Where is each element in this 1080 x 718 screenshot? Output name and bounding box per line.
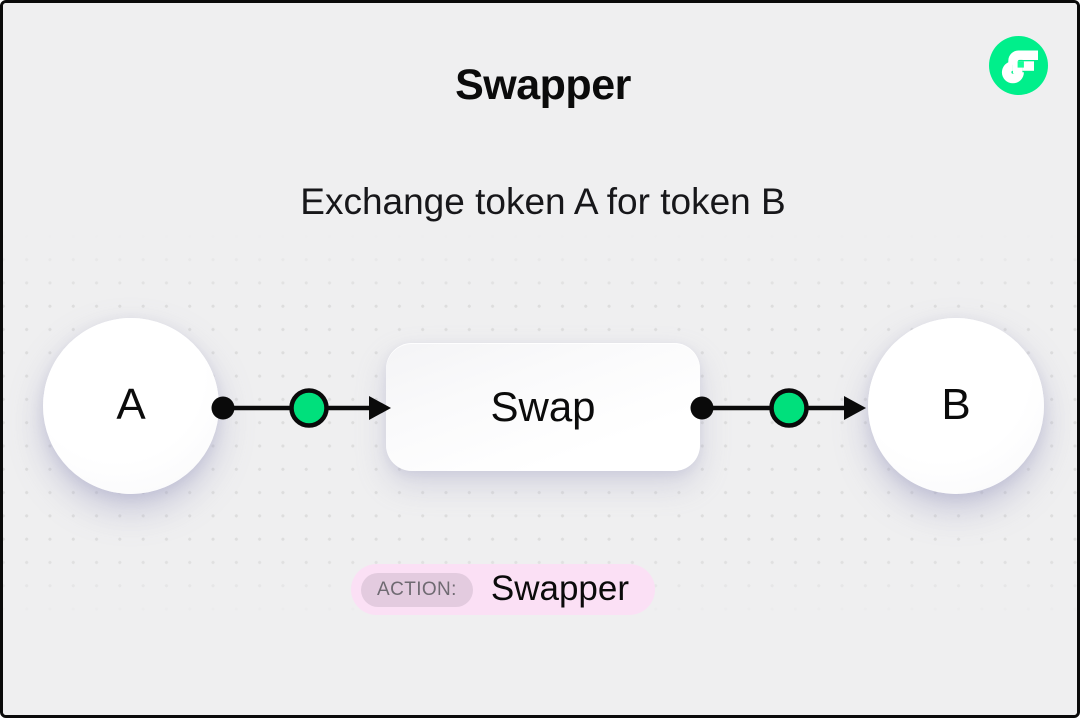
status-badge-key: ACTION: [361,572,473,607]
page-title: Swapper [455,61,631,109]
diagram-node-label: Swap [490,383,596,430]
diagram-node-label: A [116,380,146,429]
flow-logo-icon [989,36,1048,95]
page-subtitle: Exchange token A for token B [300,181,786,222]
diagram-node-token-a[interactable]: A [43,318,219,494]
diagram-node-label: B [941,380,971,429]
edge-midpoint-node[interactable] [289,388,329,428]
status-badge: ACTION: Swapper [351,564,655,615]
diagram-node-token-b[interactable]: B [868,318,1044,494]
diagram-node-swap[interactable]: Swap [386,343,700,471]
diagram-edge-a-to-swap[interactable] [211,388,392,428]
flow-diagram: A Swap B [3,3,1077,715]
edge-midpoint-node[interactable] [769,388,809,428]
diagram-edge-swap-to-b[interactable] [690,388,867,428]
status-badge-value: Swapper [490,569,629,608]
flow-logo[interactable] [989,36,1048,95]
